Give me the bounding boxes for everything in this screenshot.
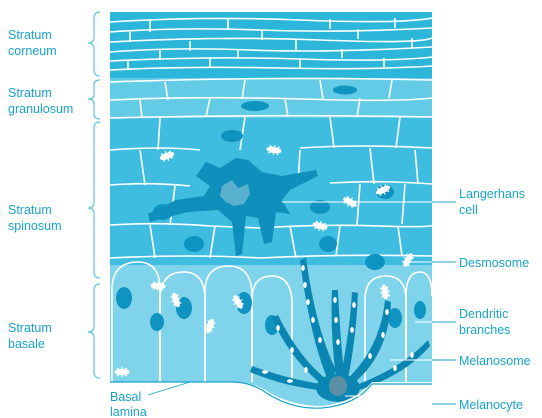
label-melanocyte: Melanocyte: [459, 398, 523, 412]
label-stratum-corneum: Stratum corneum: [8, 28, 57, 58]
label-basal-lamina: Basal lamina: [110, 390, 147, 418]
right-leader-lines-outside: [432, 202, 456, 404]
tissue-block: [100, 0, 440, 418]
left-brackets: [88, 12, 100, 378]
label-melanosome: Melanosome: [459, 354, 531, 368]
leader-basal-lamina: [148, 382, 190, 395]
label-stratum-spinosum: Stratum spinosum: [8, 203, 62, 233]
label-stratum-granulosum: Stratum granulosum: [8, 86, 73, 116]
label-dendritic-branches: Dendritic branches: [459, 307, 512, 337]
label-langerhans-cell: Langerhans cell: [459, 187, 529, 217]
label-desmosome: Desmosome: [459, 256, 529, 270]
label-stratum-basale: Stratum basale: [8, 321, 55, 351]
